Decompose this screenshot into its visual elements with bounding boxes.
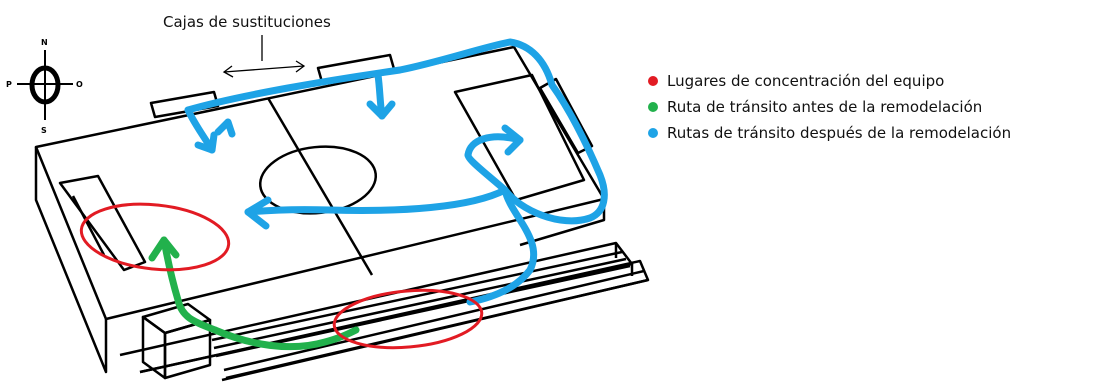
legend-dot-red [648, 76, 658, 86]
legend-item-route-after: Rutas de tránsito después de la remodela… [648, 120, 1011, 146]
legend-label-route-after: Rutas de tránsito después de la remodela… [667, 124, 1012, 142]
legend-label-concentration: Lugares de concentración del equipo [667, 72, 945, 90]
compass-north-label: N [41, 38, 48, 47]
concentration-zone-stands [332, 288, 484, 350]
concentration-zone-left [79, 202, 231, 272]
legend-item-route-before: Ruta de tránsito antes de la remodelació… [648, 94, 1011, 120]
compass: N S P O [6, 38, 83, 135]
legend-dot-blue [648, 128, 658, 138]
substitution-boxes-title: Cajas de sustituciones [163, 13, 331, 31]
route-before-remodel [148, 236, 360, 351]
compass-west-label: P [6, 80, 12, 89]
concentration-zones [79, 202, 484, 350]
substitution-double-arrow [222, 35, 306, 78]
legend: Lugares de concentración del equipo Ruta… [648, 68, 1011, 146]
route-after-remodel [184, 38, 608, 306]
legend-dot-green [648, 102, 658, 112]
legend-item-concentration: Lugares de concentración del equipo [648, 68, 1011, 94]
compass-south-label: S [41, 126, 47, 135]
compass-east-label: O [76, 80, 83, 89]
legend-label-route-before: Ruta de tránsito antes de la remodelació… [667, 98, 983, 116]
field-drawing [34, 45, 650, 382]
